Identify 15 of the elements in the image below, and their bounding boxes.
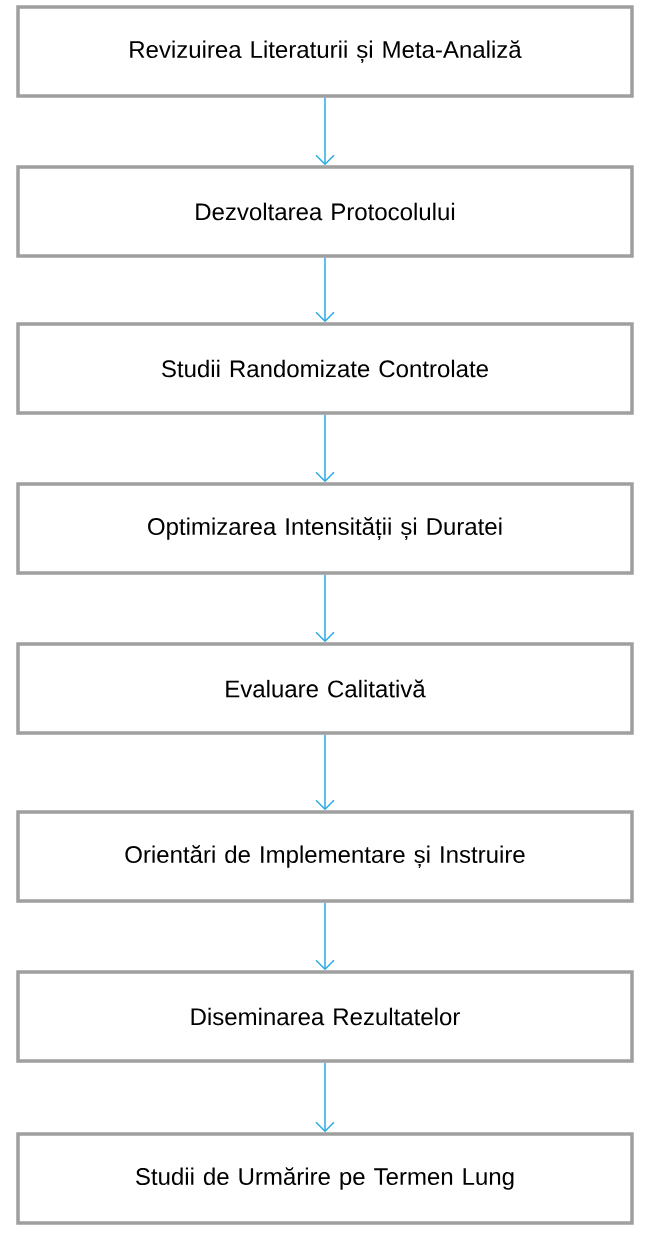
arrow bbox=[315, 414, 335, 483]
process-box: Orientări de Implementare și Instruire bbox=[16, 810, 634, 903]
arrow bbox=[315, 574, 335, 643]
process-box: Optimizarea Intensității și Duratei bbox=[16, 482, 634, 575]
process-box: Studii de Urmărire pe Termen Lung bbox=[16, 1132, 634, 1225]
arrow bbox=[315, 1062, 335, 1133]
arrow bbox=[315, 902, 335, 971]
process-box: Revizuirea Literaturii și Meta-Analiză bbox=[16, 5, 634, 98]
process-box: Evaluare Calitativă bbox=[16, 642, 634, 735]
arrow bbox=[315, 257, 335, 323]
process-box: Diseminarea Rezultatelor bbox=[16, 970, 634, 1063]
process-box: Dezvoltarea Protocolului bbox=[16, 165, 634, 258]
arrow bbox=[315, 97, 335, 166]
arrow bbox=[315, 734, 335, 811]
process-box: Studii Randomizate Controlate bbox=[16, 322, 634, 415]
